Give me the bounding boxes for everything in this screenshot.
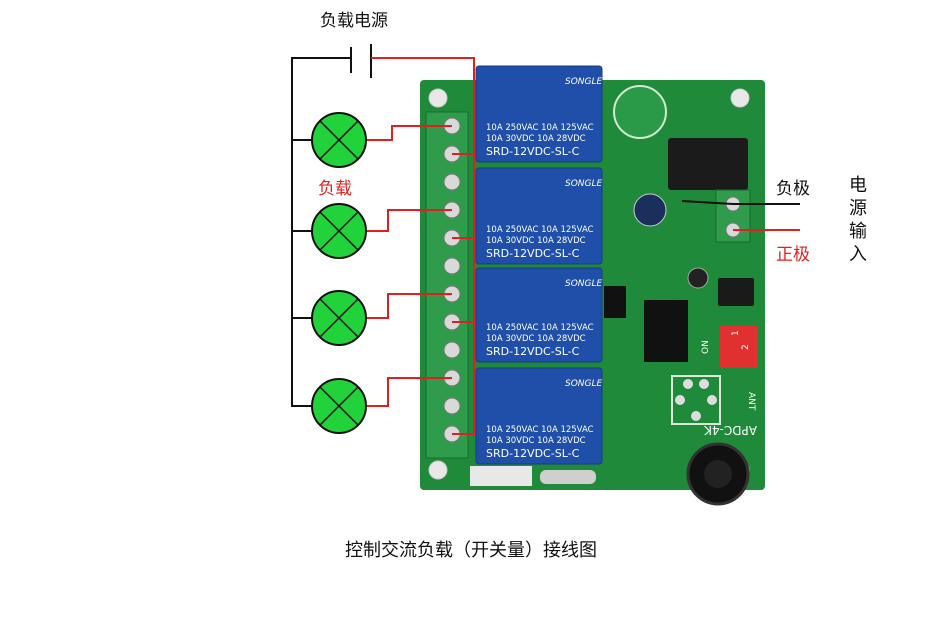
red-wire [366, 57, 800, 435]
inductor [718, 278, 754, 306]
relay-spec-2: 10A 30VDC 10A 28VDC [486, 334, 586, 344]
relay-spec-1: 10A 250VAC 10A 125VAC [486, 425, 594, 435]
diode [687, 267, 709, 289]
relay-spec-2: 10A 30VDC 10A 28VDC [486, 436, 586, 446]
relay-spec-1: 10A 250VAC 10A 125VAC [486, 323, 594, 333]
terminal-screw [443, 257, 461, 275]
dip-1-label: 1 [731, 330, 741, 336]
crystal [540, 470, 596, 484]
mounting-hole [428, 88, 448, 108]
terminal-screw [443, 341, 461, 359]
relay-model: SRD-12VDC-SL-C [486, 345, 580, 358]
relay-spec-1: 10A 250VAC 10A 125VAC [486, 123, 594, 133]
buzzer [613, 85, 667, 139]
diagram-caption: 控制交流负载（开关量）接线图 [345, 540, 597, 561]
ic-chip [604, 286, 626, 318]
relay-spec-2: 10A 30VDC 10A 28VDC [486, 134, 586, 144]
power-input-char: 源 [849, 198, 867, 219]
power-input-char: 输 [849, 221, 867, 242]
black-wire [291, 57, 800, 407]
power-input-label: 电 源 输 入 [848, 174, 868, 266]
negative-label: 负极 [776, 179, 810, 199]
dip-on-label: ON [701, 340, 711, 354]
lamp-2 [311, 203, 367, 259]
ant-label: ANT [746, 392, 756, 411]
relay-brand: SONGLE [565, 379, 603, 389]
lamp-3 [311, 290, 367, 346]
dip-switch [720, 326, 758, 368]
relay-brand: SONGLE [565, 179, 603, 189]
relay-1: SONGLE 10A 250VAC 10A 125VAC 10A 30VDC 1… [475, 65, 603, 163]
relay-spec-2: 10A 30VDC 10A 28VDC [486, 236, 586, 246]
dip-2-label: 2 [741, 344, 751, 350]
ic-chip [644, 300, 688, 362]
capacitor [633, 193, 667, 227]
header-pins [470, 466, 532, 486]
terminal-screw [443, 397, 461, 415]
relay-brand: SONGLE [565, 279, 603, 289]
model-label: APDC-4K [703, 423, 757, 437]
relay-3: SONGLE 10A 250VAC 10A 125VAC 10A 30VDC 1… [475, 267, 603, 363]
relay-model: SRD-12VDC-SL-C [486, 447, 580, 460]
relay-brand: SONGLE [565, 77, 603, 87]
relay-model: SRD-12VDC-SL-C [486, 247, 580, 260]
relay-2: SONGLE 10A 250VAC 10A 125VAC 10A 30VDC 1… [475, 167, 603, 265]
relay-4: SONGLE 10A 250VAC 10A 125VAC 10A 30VDC 1… [475, 367, 603, 465]
mounting-hole [730, 88, 750, 108]
antenna-coil-center [704, 460, 732, 488]
positive-label: 正极 [776, 245, 810, 265]
lamp-4 [311, 378, 367, 434]
mounting-hole [428, 460, 448, 480]
relay-spec-1: 10A 250VAC 10A 125VAC [486, 225, 594, 235]
dc-jack [668, 138, 748, 190]
terminal-screw [443, 173, 461, 191]
lamp-1 [311, 112, 367, 168]
button-pads [671, 375, 721, 425]
relay-model: SRD-12VDC-SL-C [486, 145, 580, 158]
load-label: 负载 [318, 179, 352, 199]
power-input-char: 入 [849, 244, 867, 265]
power-input-char: 电 [849, 175, 867, 196]
load-power-label: 负载电源 [320, 11, 388, 31]
